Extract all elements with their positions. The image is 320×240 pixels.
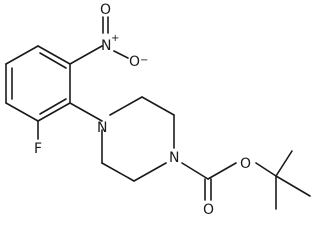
fluorine-label: F <box>34 141 42 157</box>
bond-ring-piperazine-n <box>69 102 103 122</box>
nitro-o-right-charge: − <box>140 55 148 66</box>
pip-bond-n4-c-lower <box>133 162 167 182</box>
carbonyl-o-label: O <box>203 202 214 218</box>
bond-carbonyl-c-ester-o <box>207 162 237 180</box>
ring-bond-bottom-right <box>37 102 71 122</box>
ring-bond-bottom-left <box>5 102 39 122</box>
bond-n4-carbonyl-c <box>181 162 209 180</box>
ester-o-label: O <box>240 156 251 172</box>
pip-bond-c-upper-c-right <box>141 96 175 116</box>
ring-bond-top-left-inner <box>39 52 67 69</box>
ring-bond-top-left <box>37 45 71 65</box>
nitro-n-charge: + <box>111 33 119 44</box>
atom-labels: N + O O − F N N O O <box>34 2 251 218</box>
piperazine-n-carbamate-label: N <box>169 150 179 166</box>
nitro-n-label: N <box>101 38 111 54</box>
piperazine-n-aryl-label: N <box>97 120 107 136</box>
nitro-o-right-label: O <box>129 54 140 70</box>
bond-nitro-n-o-right <box>113 50 129 59</box>
bond-tbu-methyl-right <box>275 175 311 197</box>
pip-bond-n1-c-upper <box>109 96 143 116</box>
bond-tbu-methyl-top <box>275 150 293 177</box>
bond-ester-o-tbu-c <box>255 162 277 177</box>
bond-ring-nitro-n <box>69 45 103 65</box>
ring-bond-top <box>5 45 39 65</box>
pip-bond-c-lower-c-left <box>101 162 135 182</box>
bonds <box>5 16 311 210</box>
ring-bond-bottom-right-inner <box>39 98 67 115</box>
nitro-o-top-label: O <box>100 2 111 18</box>
